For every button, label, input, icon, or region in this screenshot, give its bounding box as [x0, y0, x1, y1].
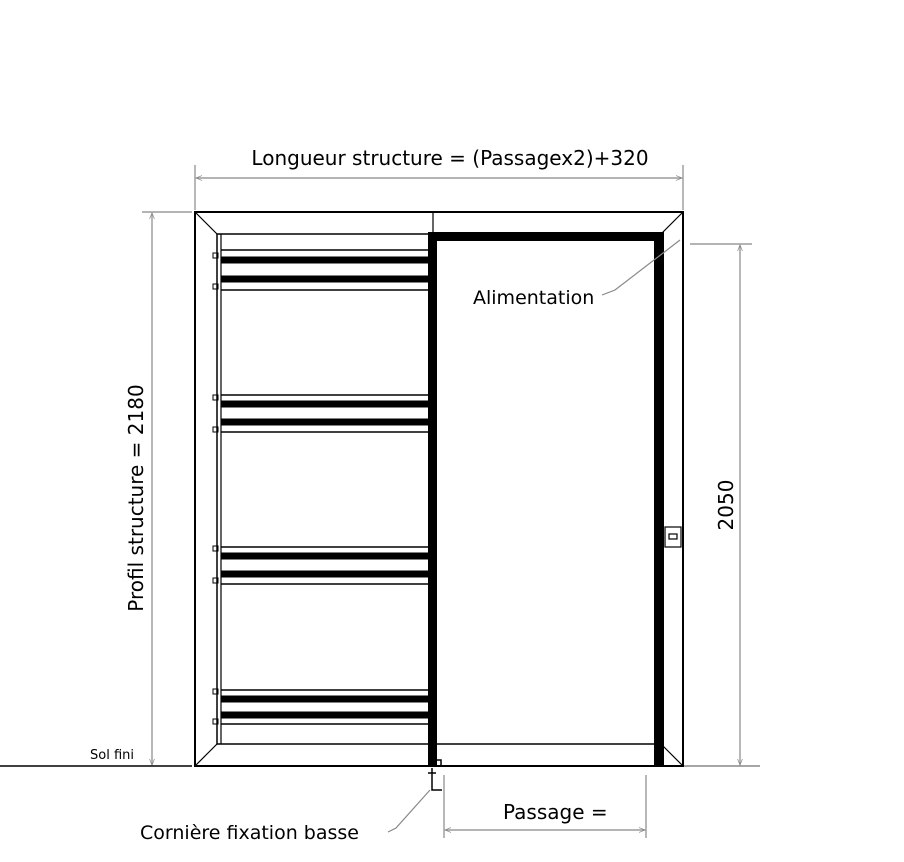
- rail-group: [212, 688, 431, 725]
- height-dimension: [690, 243, 752, 766]
- bottom-bracket: [428, 759, 442, 791]
- floor-label: Sol fini: [90, 748, 134, 763]
- bracket-label: Cornière fixation basse: [140, 822, 359, 844]
- passage-label: Passage =: [503, 800, 608, 824]
- height-label: 2050: [714, 480, 738, 531]
- passage-dimension: [443, 775, 647, 838]
- bracket-leader: [387, 789, 431, 833]
- structure-frame: [194, 211, 684, 767]
- profile-label: Profil structure = 2180: [124, 384, 148, 611]
- profile-dimension: [142, 211, 192, 766]
- door-handle: [664, 526, 682, 548]
- power-label: Alimentation: [473, 287, 594, 309]
- rail-group: [212, 545, 431, 585]
- rail-group: [212, 394, 431, 433]
- rail-group: [212, 249, 431, 291]
- length-dimension: [194, 165, 684, 210]
- length-label: Longueur structure = (Passagex2)+320: [251, 146, 648, 170]
- frame-rails: [212, 249, 431, 725]
- sliding-door: [428, 232, 664, 766]
- power-leader: [601, 239, 681, 296]
